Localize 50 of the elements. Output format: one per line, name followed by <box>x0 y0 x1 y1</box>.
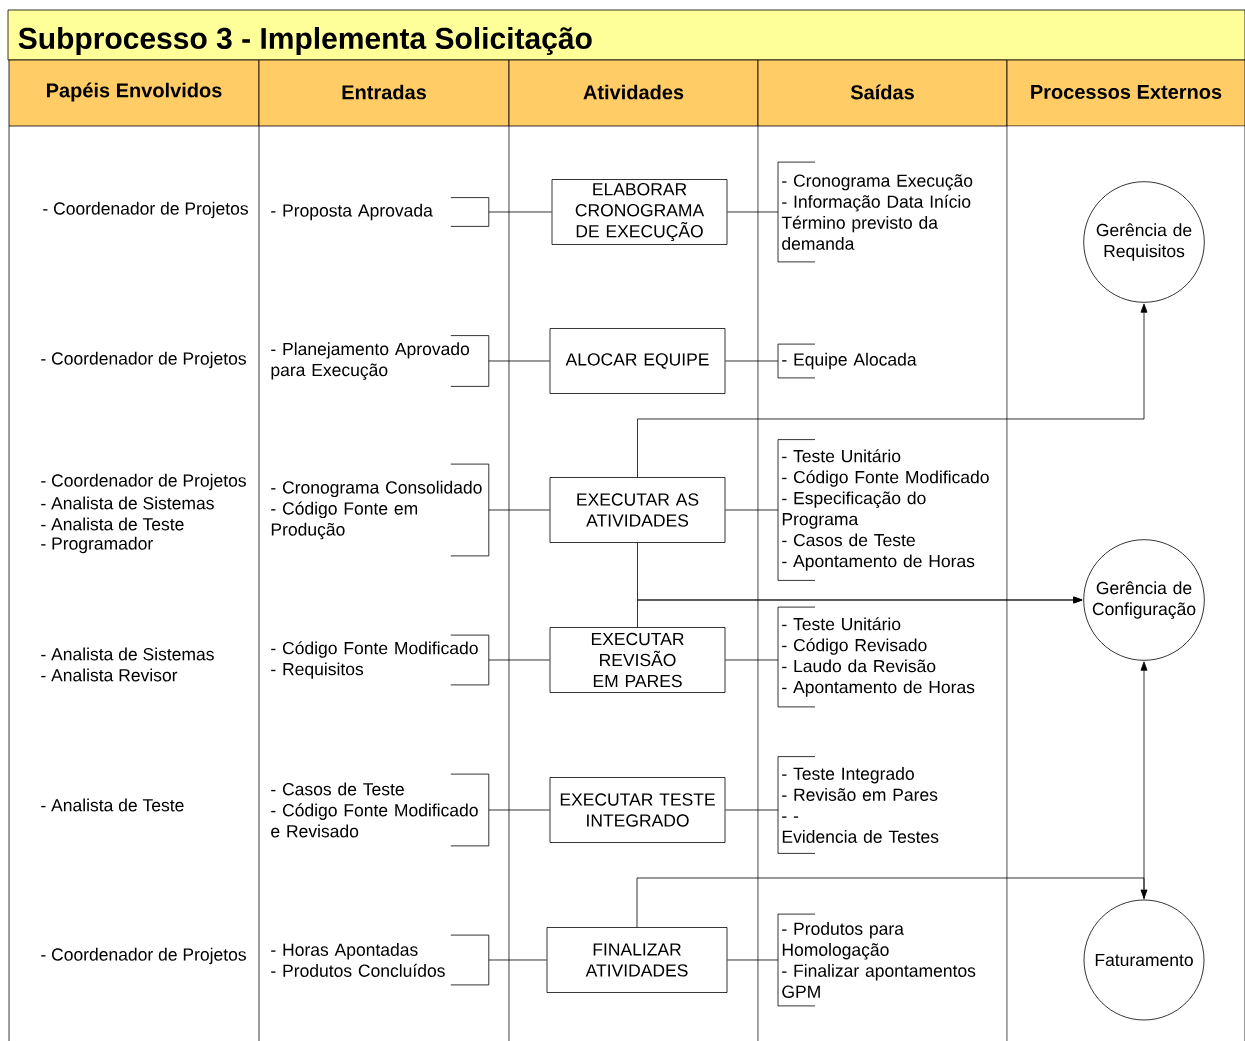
output-bracket: - Teste Unitário - Código Revisado - Laudo da Revisão - Apontamento de Horas <box>777 606 975 708</box>
connector <box>488 809 550 811</box>
input-bracket: - Proposta Aprovada <box>271 197 490 227</box>
input-bracket: - Código Fonte Modificado - Requisitos <box>271 634 490 686</box>
header-cell: Saídas <box>757 59 1008 127</box>
arrow <box>637 596 1083 628</box>
activity-box: ELABORAR CRONOGRAMA DE EXECUÇÃO <box>551 179 728 245</box>
connector <box>488 659 550 661</box>
input-bracket: - Casos de Teste - Código Fonte Modificado e Revisado <box>271 773 490 847</box>
arrow <box>636 877 1148 928</box>
input-bracket: - Horas Apontadas - Produtos Concluídos <box>271 934 490 986</box>
output-bracket: - Teste Integrado - Revisão em Pares - - Evidencia de Testes <box>777 756 939 854</box>
connector <box>727 211 779 213</box>
role-text: - Analista de Teste <box>41 517 184 531</box>
activity-box: FINALIZAR ATIVIDADES <box>546 927 728 993</box>
header-cell: Atividades <box>508 59 759 127</box>
role-text: - Analista de Sistemas <box>41 496 214 510</box>
connector <box>725 509 779 511</box>
connector <box>488 211 552 213</box>
activity-box: EXECUTAR AS ATIVIDADES <box>549 477 726 543</box>
connector <box>727 959 779 961</box>
input-bracket: - Cronograma Consolidado - Código Fonte em Produção <box>271 463 490 557</box>
connector <box>725 659 779 661</box>
arrow <box>637 303 1148 478</box>
connector <box>488 360 550 362</box>
activity-box: ALOCAR EQUIPE <box>549 328 726 394</box>
role-text: - Programador <box>41 536 153 554</box>
role-text: - Coordenador de Projetos <box>41 351 246 369</box>
arrow <box>1140 661 1148 900</box>
connector <box>488 509 550 511</box>
role-text: - Coordenador de Projetos <box>41 947 246 965</box>
connector <box>725 360 779 362</box>
connector <box>488 959 547 961</box>
role-text: - Analista de Teste <box>41 798 184 812</box>
input-bracket: - Planejamento Aprovado para Execução <box>271 335 490 387</box>
title-band: Subprocesso 3 - Implementa Solicitação <box>7 9 1245 61</box>
role-text: - Coordenador de Projetos <box>41 473 246 491</box>
role-text: - Coordenador de Projetos <box>43 201 248 219</box>
activity-box: EXECUTAR REVISÃO EM PARES <box>549 627 726 693</box>
activity-box: EXECUTAR TESTE INTEGRADO <box>549 777 726 843</box>
output-bracket: - Produtos para Homologação - Finalizar apontamentos GPM <box>777 913 976 1007</box>
role-text: - Analista Revisor <box>41 668 178 682</box>
output-bracket: - Cronograma Execução - Informação Data Início Término previsto da demanda <box>777 161 973 263</box>
output-bracket: - Teste Unitário - Código Fonte Modificado - Especificação do Programa - Casos de Teste - Apontamento de Horas <box>777 439 989 581</box>
output-bracket: - Equipe Alocada <box>777 343 917 379</box>
role-text: - Analista de Sistemas <box>41 647 214 661</box>
header-cell: Processos Externos <box>1006 59 1245 127</box>
header-cell: Papéis Envolvidos <box>8 59 260 127</box>
connector <box>725 809 779 811</box>
header-cell: Entradas <box>258 59 510 127</box>
